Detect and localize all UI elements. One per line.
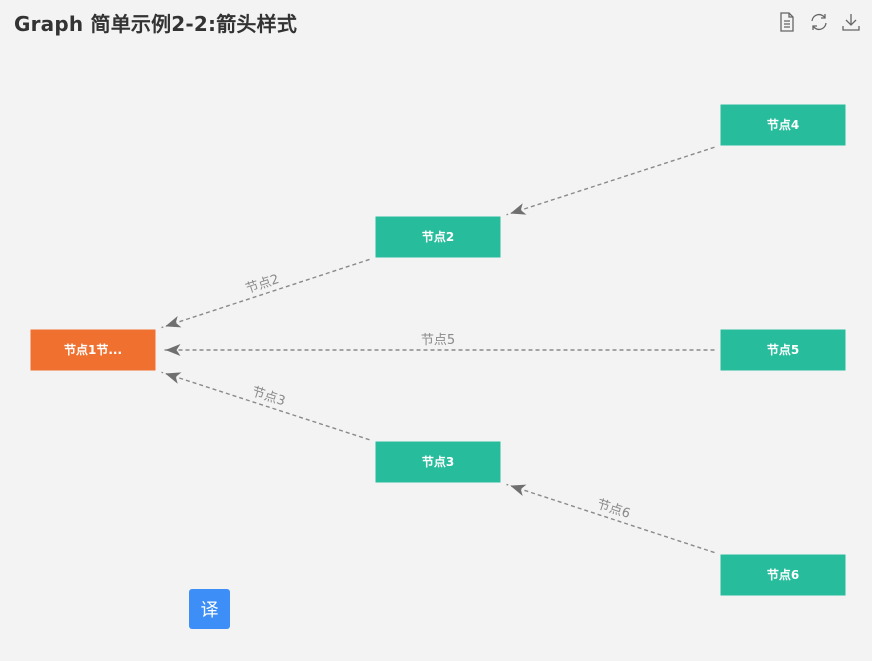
node-n1[interactable]: 节点1节... (30, 329, 156, 371)
node-n2[interactable]: 节点2 (375, 216, 501, 258)
edge-n2-n1: 节点2 (161, 258, 370, 329)
arrowhead (165, 372, 182, 384)
arrowhead (510, 484, 527, 497)
node-box[interactable] (720, 104, 846, 146)
node-n4[interactable]: 节点4 (720, 104, 846, 146)
translate-button[interactable]: 译 (189, 589, 230, 629)
edge-line (161, 371, 370, 441)
node-n6[interactable]: 节点6 (720, 554, 846, 596)
edge-n5-n1: 节点5 (161, 333, 715, 356)
node-n5[interactable]: 节点5 (720, 329, 846, 371)
arrowhead (510, 203, 527, 215)
edge-n6-n3: 节点6 (506, 483, 715, 554)
arrowhead (165, 344, 181, 356)
node-box[interactable] (720, 329, 846, 371)
toolbox (776, 11, 862, 33)
data-view-icon[interactable] (776, 11, 798, 33)
node-label: 节点5 (767, 342, 799, 357)
edge-n3-n1: 节点3 (161, 371, 370, 441)
arrowhead (165, 315, 182, 328)
node-box[interactable] (375, 441, 501, 483)
node-label: 节点4 (767, 117, 799, 132)
node-label: 节点2 (422, 229, 454, 244)
edge-line (161, 258, 370, 329)
edge-label: 节点6 (595, 497, 632, 522)
edge-n4-n2 (506, 146, 715, 216)
edge-line (506, 146, 715, 216)
edge-line (506, 483, 715, 554)
chart-title: Graph 简单示例2-2:箭头样式 (14, 12, 298, 36)
node-n3[interactable]: 节点3 (375, 441, 501, 483)
edge-label: 节点2 (244, 272, 281, 297)
edge-label: 节点5 (421, 333, 455, 348)
node-label: 节点6 (767, 567, 799, 582)
node-box[interactable] (375, 216, 501, 258)
edge-label: 节点3 (250, 385, 287, 410)
node-box[interactable] (720, 554, 846, 596)
restore-icon[interactable] (808, 11, 830, 33)
save-image-icon[interactable] (840, 11, 862, 33)
node-box[interactable] (30, 329, 156, 371)
node-label: 节点1节... (64, 342, 122, 357)
node-label: 节点3 (422, 454, 454, 469)
